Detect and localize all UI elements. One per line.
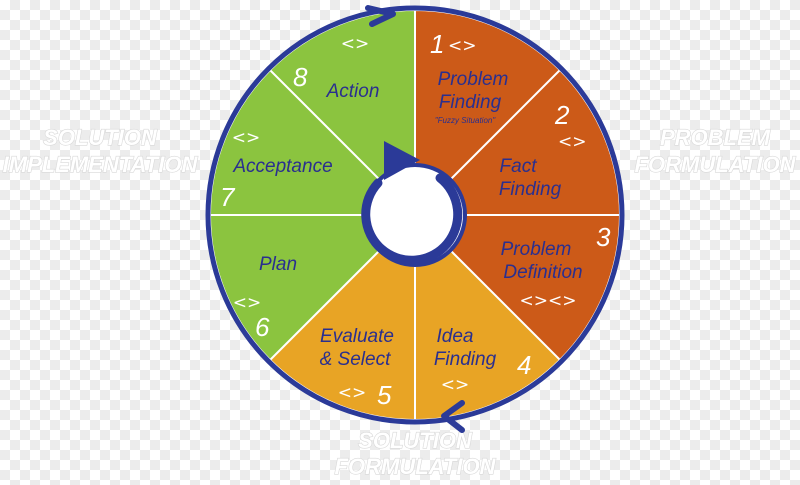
segment-4-number: 4 — [517, 350, 531, 380]
segment-8-symbol: <> — [341, 34, 370, 54]
segment-5: Evaluate & Select <> 5 — [320, 326, 394, 410]
segment-2-number: 2 — [554, 100, 570, 130]
wheel-outline — [205, 5, 625, 425]
bottom-arrow-icon — [441, 400, 465, 433]
segment-5-label-line-2: & Select — [320, 349, 391, 370]
segment-6: Plan <> 6 — [233, 254, 297, 342]
segment-4: Idea Finding 4 <> — [434, 326, 532, 395]
segment-5-symbol: <> — [338, 383, 367, 403]
segment-7: <> Acceptance 7 — [220, 128, 333, 212]
segment-4-symbol: <> — [441, 375, 470, 395]
segment-8: <> 8 Action — [293, 34, 379, 102]
segment-4-label-line-1: Idea — [437, 326, 474, 347]
segment-3: 3 Problem Definition <><> — [501, 222, 611, 311]
segment-1-label-line-2: Finding — [439, 92, 502, 113]
segment-5-number: 5 — [377, 380, 392, 410]
segment-8-label: Action — [326, 81, 380, 102]
segment-7-number: 7 — [220, 182, 236, 212]
segment-6-label: Plan — [259, 254, 297, 275]
segment-1: 1 <> Problem Finding "Fuzzy Situation" — [430, 29, 508, 125]
segment-1-symbol: <> — [448, 36, 477, 56]
cycle-arrow-icon — [361, 141, 463, 265]
segment-3-number: 3 — [596, 222, 611, 252]
segment-8-number: 8 — [293, 62, 308, 92]
right-label-line-2: FORMULATION — [635, 152, 797, 177]
segment-5-label-line-1: Evaluate — [320, 326, 394, 347]
segment-3-label-line-1: Problem — [501, 239, 572, 260]
bottom-label-line-2: FORMULATION — [335, 454, 497, 479]
right-label-line-1: PROBLEM — [660, 125, 771, 150]
segment-1-label-line-1: Problem — [438, 69, 509, 90]
segment-2-symbol: <> — [558, 132, 587, 152]
segment-6-number: 6 — [255, 312, 270, 342]
bottom-label-line-1: SOLUTION — [358, 428, 473, 453]
top-arrow-icon — [365, 5, 396, 27]
segment-2: 2 <> Fact Finding — [499, 100, 587, 200]
segment-4-label-line-2: Finding — [434, 349, 497, 370]
segment-2-label-line-1: Fact — [500, 156, 538, 177]
segment-3-symbol: <><> — [520, 291, 577, 311]
segment-1-number: 1 — [430, 29, 444, 59]
left-label-line-2: IMPLEMENTATION — [3, 152, 199, 177]
segment-7-label: Acceptance — [232, 156, 332, 177]
segment-7-symbol: <> — [232, 128, 261, 148]
segment-2-label-line-2: Finding — [499, 179, 562, 200]
segment-1-note: "Fuzzy Situation" — [435, 116, 497, 125]
left-label-line-1: SOLUTION — [43, 125, 158, 150]
segment-6-symbol: <> — [233, 293, 262, 313]
segment-3-label-line-2: Definition — [503, 262, 582, 283]
